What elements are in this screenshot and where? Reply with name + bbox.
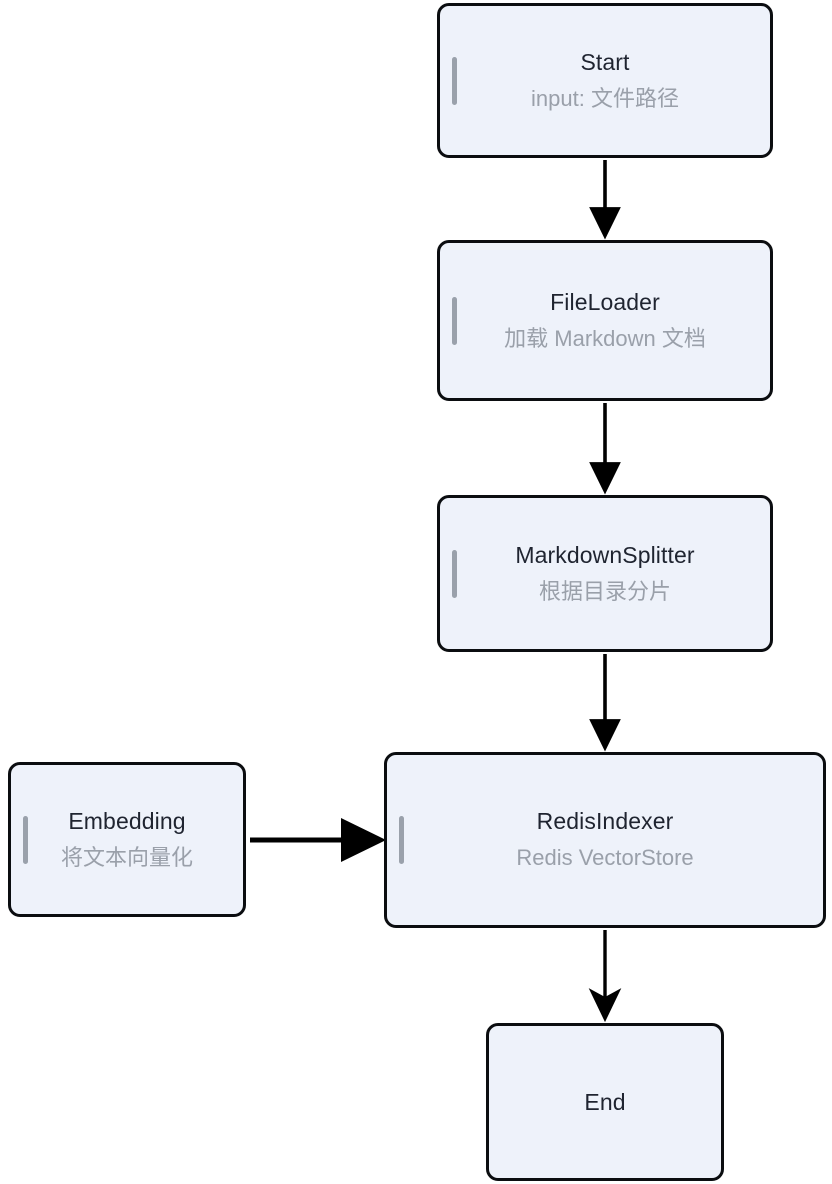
accent-bar-icon — [452, 549, 457, 598]
node-embedding-subtitle: 将文本向量化 — [60, 844, 193, 870]
node-redisindexer-subtitle: Redis VectorStore — [516, 845, 694, 871]
node-fileloader-subtitle: 加载 Markdown 文档 — [504, 325, 706, 351]
node-markdownsplitter[interactable]: MarkdownSplitter 根据目录分片 — [437, 495, 773, 652]
node-redisindexer-title: RedisIndexer — [536, 808, 674, 835]
node-start-title: Start — [580, 48, 630, 75]
node-fileloader[interactable]: FileLoader 加载 Markdown 文档 — [437, 240, 773, 401]
accent-bar-icon — [452, 56, 457, 105]
accent-bar-icon — [452, 296, 457, 345]
node-embedding-title: Embedding — [68, 807, 186, 834]
node-start-subtitle: input: 文件路径 — [531, 85, 679, 111]
node-markdownsplitter-title: MarkdownSplitter — [515, 541, 695, 568]
node-end[interactable]: End — [486, 1023, 724, 1181]
node-start[interactable]: Start input: 文件路径 — [437, 3, 773, 158]
node-markdownsplitter-subtitle: 根据目录分片 — [538, 578, 671, 604]
node-end-title: End — [584, 1088, 626, 1115]
node-embedding[interactable]: Embedding 将文本向量化 — [8, 762, 246, 917]
accent-bar-icon — [399, 816, 404, 864]
node-redisindexer[interactable]: RedisIndexer Redis VectorStore — [384, 752, 826, 928]
node-fileloader-title: FileLoader — [550, 288, 660, 315]
accent-bar-icon — [23, 815, 28, 864]
